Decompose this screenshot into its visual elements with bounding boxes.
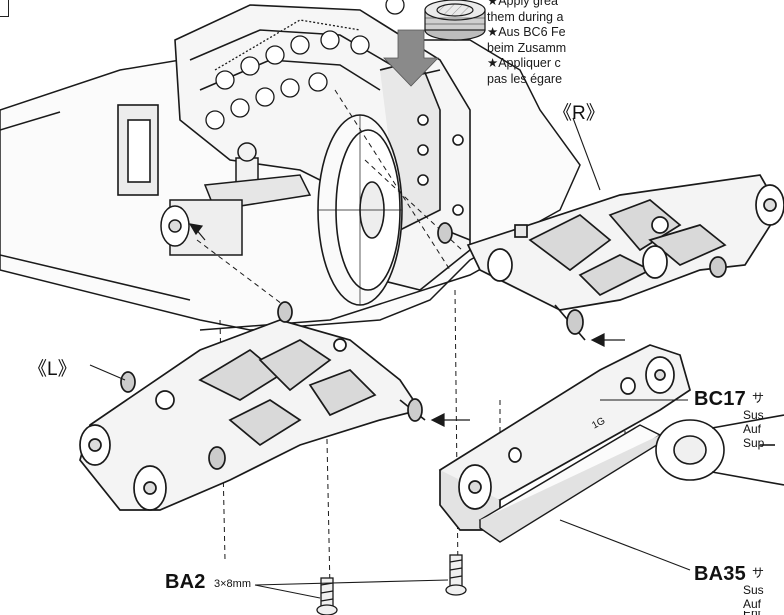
- ba35-text: Auf: [743, 597, 762, 611]
- note-line: beim Zusamm: [487, 40, 567, 55]
- bc17-text: サ: [752, 391, 765, 405]
- note-line: ★Aus BC6 Fe: [487, 25, 566, 39]
- bc17-detail-icon: [655, 414, 784, 486]
- belt-pulleys: [205, 0, 405, 130]
- corner-bracket: [0, 0, 9, 17]
- ba2-code: BA2: [165, 571, 206, 593]
- ba2-screws: [316, 554, 467, 615]
- assembly-arrows: [188, 223, 625, 427]
- grease-tub-icon: [424, 0, 486, 41]
- note-line: ★Appliquer c: [487, 56, 561, 70]
- bc17-text: Auf: [743, 422, 762, 436]
- grease-note: ★Apply grea them during a ★Aus BC6 Fe be…: [487, 0, 784, 87]
- right-suspension-arm: [437, 174, 784, 341]
- bc17-code: BC17: [694, 388, 746, 410]
- spur-gear: [317, 114, 403, 306]
- leader-lines: [89, 117, 691, 599]
- insert-arrow: [383, 29, 439, 87]
- note-line: pas les égare: [487, 71, 563, 86]
- arm-right-label: 《R》: [553, 103, 605, 124]
- bc17-mount: [438, 344, 691, 531]
- note-line: them during a: [487, 9, 564, 24]
- ba35-code: BA35: [694, 563, 746, 585]
- bc17-text: Sus: [743, 408, 764, 422]
- ba35-text: Ent: [743, 611, 761, 615]
- arm-left-label: 《L》: [28, 359, 77, 380]
- ba35-text: Sus: [743, 583, 764, 597]
- left-suspension-arm: [79, 301, 426, 511]
- note-line: ★Apply grea: [487, 0, 558, 8]
- bc17-text: Sup: [743, 436, 765, 450]
- ba35-text: サ: [752, 566, 765, 580]
- ball-post: [160, 142, 312, 256]
- ba2-size: 3×8mm: [214, 578, 251, 590]
